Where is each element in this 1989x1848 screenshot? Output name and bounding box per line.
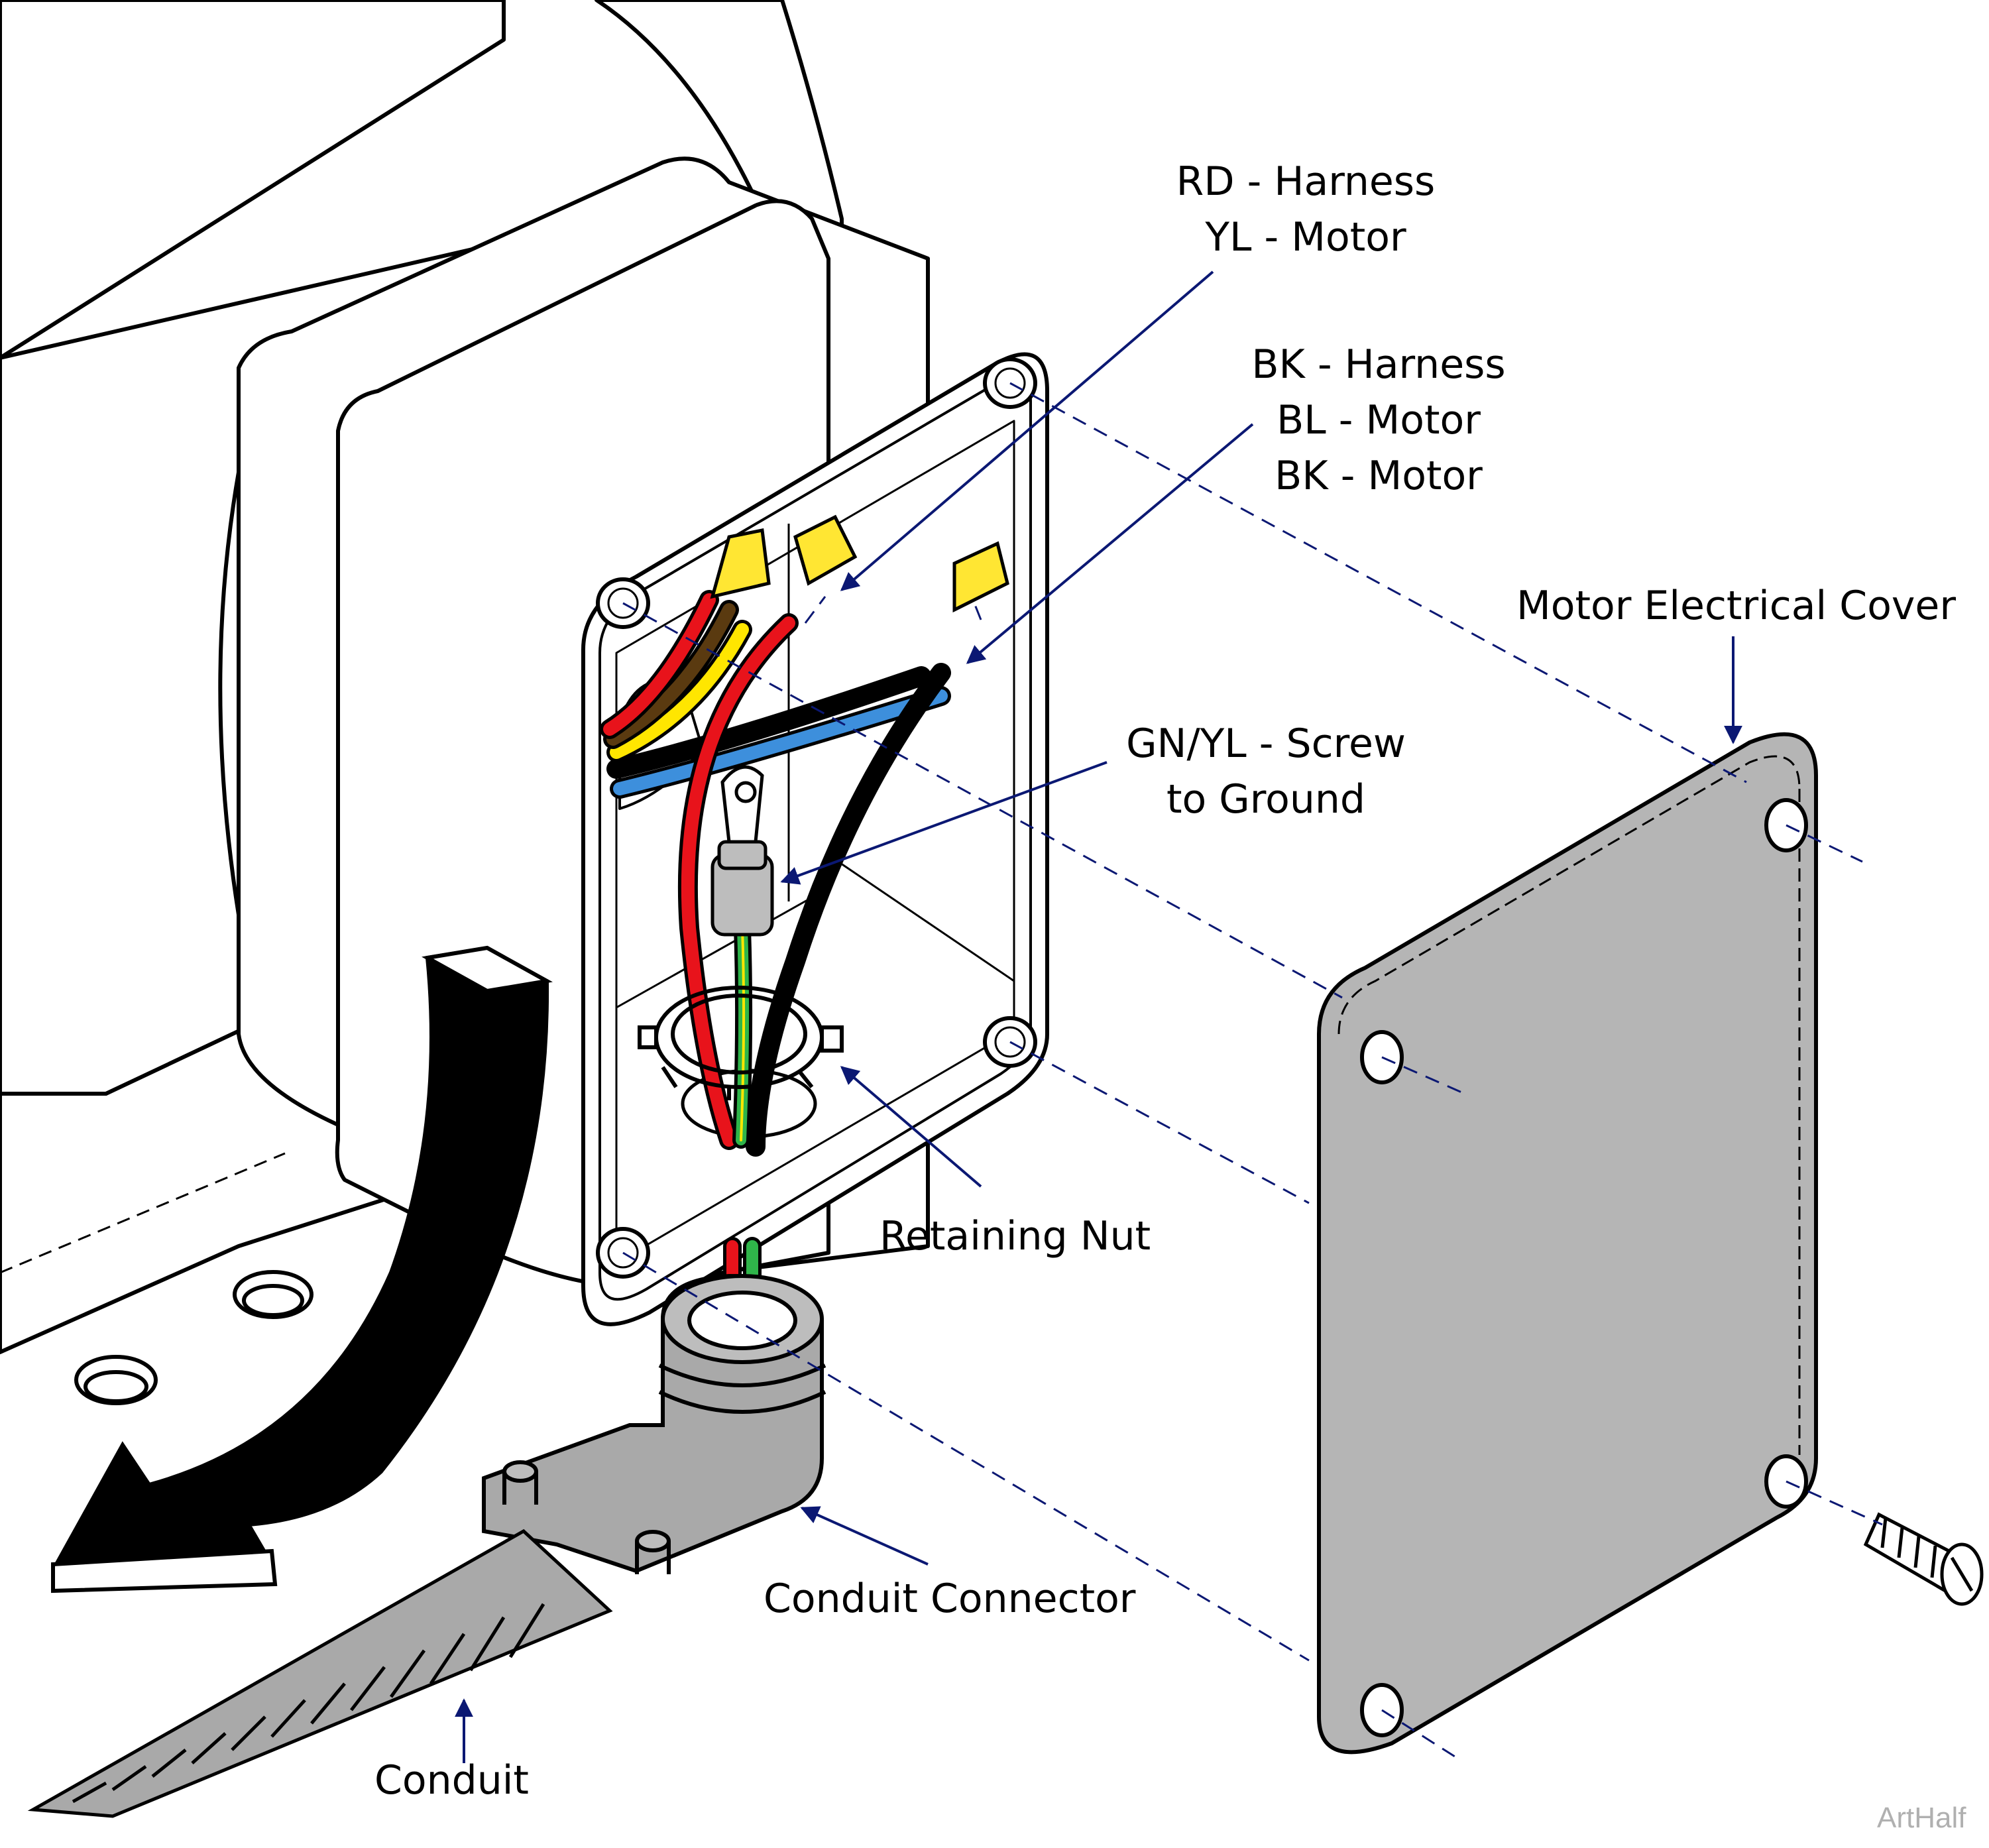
leader-conduit-connector [800,1506,929,1566]
label-gn-yl-screw: GN/YL - Screw [1126,721,1406,767]
label-to-ground: to Ground [1166,776,1365,823]
leader-gn-yl-screw [780,761,1108,885]
conduit [27,1529,613,1818]
watermark: ArtHalf [1877,1802,1966,1834]
retaining-nut [638,986,844,1100]
label-rd-harness: RD - Harness [1176,158,1436,205]
leader-rd-harness [840,270,1214,591]
wire-nuts [710,514,1009,613]
assembly-lines [622,382,1883,1758]
leader-lines [455,270,1742,1763]
label-bk-motor: BK - Motor [1275,453,1483,499]
label-yl-motor: YL - Motor [1205,214,1406,260]
motor-electrical-cover [1317,732,1818,1755]
label-retaining-nut: Retaining Nut [880,1213,1151,1259]
label-conduit-connector: Conduit Connector [764,1576,1136,1622]
label-conduit: Conduit [374,1757,529,1804]
conduit-connector [482,1273,826,1574]
label-bk-harness: BK - Harness [1251,341,1506,388]
leader-bk-harness [966,423,1254,664]
rotation-arrow [51,945,553,1593]
ground-terminal [710,765,774,937]
leader-retaining-nut [840,1066,982,1188]
label-motor-electrical-cover: Motor Electrical Cover [1516,583,1956,629]
cover-screw [1863,1512,1984,1606]
label-bl-motor: BL - Motor [1277,397,1481,443]
